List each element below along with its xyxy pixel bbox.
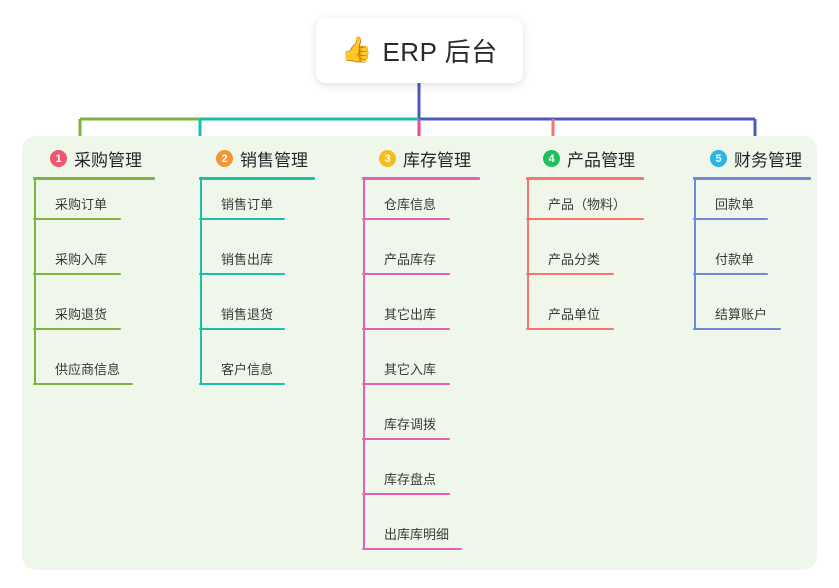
module-column-库存管理: 3 库存管理 xyxy=(362,146,480,180)
module-trunk-line xyxy=(694,180,696,330)
module-header-2[interactable]: 2 销售管理 xyxy=(199,146,315,171)
module-index-badge: 1 xyxy=(50,150,67,167)
module-item-rule xyxy=(693,273,768,275)
module-item[interactable]: 销售出库 xyxy=(199,241,285,275)
modules-panel xyxy=(22,136,817,570)
module-item-rule xyxy=(199,383,285,385)
module-item-label: 其它入库 xyxy=(384,362,437,378)
module-column-采购管理: 1 采购管理 xyxy=(33,146,155,180)
module-item-label: 销售订单 xyxy=(221,197,274,213)
module-index-badge: 2 xyxy=(216,150,233,167)
module-index-badge: 5 xyxy=(710,150,727,167)
module-header-5[interactable]: 5 财务管理 xyxy=(693,146,811,171)
module-header-rule xyxy=(33,177,155,180)
module-item-rule xyxy=(362,548,462,550)
module-item-label: 采购退货 xyxy=(55,307,108,323)
module-item[interactable]: 库存调拨 xyxy=(362,406,450,440)
module-title: 财务管理 xyxy=(734,151,802,170)
module-title: 库存管理 xyxy=(403,151,471,170)
module-item-rule xyxy=(526,328,614,330)
module-column-产品管理: 4 产品管理 xyxy=(526,146,644,180)
module-item[interactable]: 采购入库 xyxy=(33,241,121,275)
module-header-rule xyxy=(526,177,644,180)
module-item-rule xyxy=(693,328,781,330)
module-item[interactable]: 销售退货 xyxy=(199,296,285,330)
module-item-label: 供应商信息 xyxy=(55,362,121,378)
module-item-rule xyxy=(362,383,450,385)
module-item-label: 出库库明细 xyxy=(384,527,450,543)
module-item-label: 库存盘点 xyxy=(384,472,437,488)
module-title: 采购管理 xyxy=(74,151,142,170)
module-item[interactable]: 采购退货 xyxy=(33,296,121,330)
module-header-3[interactable]: 3 库存管理 xyxy=(362,146,480,171)
module-item-rule xyxy=(362,493,450,495)
module-item[interactable]: 产品分类 xyxy=(526,241,614,275)
module-trunk-line xyxy=(527,180,529,330)
module-title: 销售管理 xyxy=(240,151,308,170)
module-item-rule xyxy=(33,218,121,220)
module-header-4[interactable]: 4 产品管理 xyxy=(526,146,644,171)
module-trunk-line xyxy=(34,180,36,385)
module-item[interactable]: 产品单位 xyxy=(526,296,614,330)
module-item-label: 销售退货 xyxy=(221,307,274,323)
module-item[interactable]: 产品库存 xyxy=(362,241,450,275)
module-item[interactable]: 供应商信息 xyxy=(33,351,133,385)
module-item[interactable]: 回款单 xyxy=(693,186,768,220)
module-index-badge: 3 xyxy=(379,150,396,167)
module-item-rule xyxy=(33,273,121,275)
module-header-rule xyxy=(199,177,315,180)
module-item[interactable]: 结算账户 xyxy=(693,296,781,330)
module-item-label: 采购订单 xyxy=(55,197,108,213)
module-trunk-line xyxy=(363,180,365,550)
module-item-label: 销售出库 xyxy=(221,252,274,268)
module-item[interactable]: 库存盘点 xyxy=(362,461,450,495)
module-item[interactable]: 产品（物料） xyxy=(526,186,644,220)
module-item[interactable]: 其它入库 xyxy=(362,351,450,385)
module-item-label: 产品（物料） xyxy=(548,197,627,213)
module-title: 产品管理 xyxy=(567,151,635,170)
module-index-badge: 4 xyxy=(543,150,560,167)
module-item-label: 回款单 xyxy=(715,197,755,213)
module-item-rule xyxy=(362,328,450,330)
module-item[interactable]: 出库库明细 xyxy=(362,516,462,550)
module-header-rule xyxy=(362,177,480,180)
module-item[interactable]: 客户信息 xyxy=(199,351,285,385)
module-item-rule xyxy=(33,328,121,330)
module-item-label: 产品单位 xyxy=(548,307,601,323)
module-item-label: 付款单 xyxy=(715,252,755,268)
module-item-rule xyxy=(199,328,285,330)
module-column-财务管理: 5 财务管理 xyxy=(693,146,811,180)
module-item-label: 结算账户 xyxy=(715,307,768,323)
module-item-rule xyxy=(362,438,450,440)
thumbs-up-icon: 👍 xyxy=(341,36,373,64)
module-header-1[interactable]: 1 采购管理 xyxy=(33,146,155,171)
module-item-rule xyxy=(33,383,133,385)
module-item-rule xyxy=(693,218,768,220)
root-title-card[interactable]: 👍 ERP 后台 xyxy=(316,18,523,83)
module-item-label: 采购入库 xyxy=(55,252,108,268)
module-item-label: 产品分类 xyxy=(548,252,601,268)
module-column-销售管理: 2 销售管理 xyxy=(199,146,315,180)
module-trunk-line xyxy=(200,180,202,385)
module-item-rule xyxy=(362,273,450,275)
module-item-rule xyxy=(362,218,450,220)
module-item-rule xyxy=(199,273,285,275)
module-item-label: 其它出库 xyxy=(384,307,437,323)
module-item[interactable]: 其它出库 xyxy=(362,296,450,330)
module-item[interactable]: 仓库信息 xyxy=(362,186,450,220)
module-item[interactable]: 采购订单 xyxy=(33,186,121,220)
module-item-label: 客户信息 xyxy=(221,362,274,378)
module-item-label: 仓库信息 xyxy=(384,197,437,213)
module-item-rule xyxy=(199,218,285,220)
module-item-rule xyxy=(526,273,614,275)
module-header-rule xyxy=(693,177,811,180)
module-item-label: 库存调拨 xyxy=(384,417,437,433)
module-item-label: 产品库存 xyxy=(384,252,437,268)
module-item-rule xyxy=(526,218,644,220)
module-item[interactable]: 付款单 xyxy=(693,241,768,275)
module-item[interactable]: 销售订单 xyxy=(199,186,285,220)
page-title: ERP 后台 xyxy=(382,37,498,67)
